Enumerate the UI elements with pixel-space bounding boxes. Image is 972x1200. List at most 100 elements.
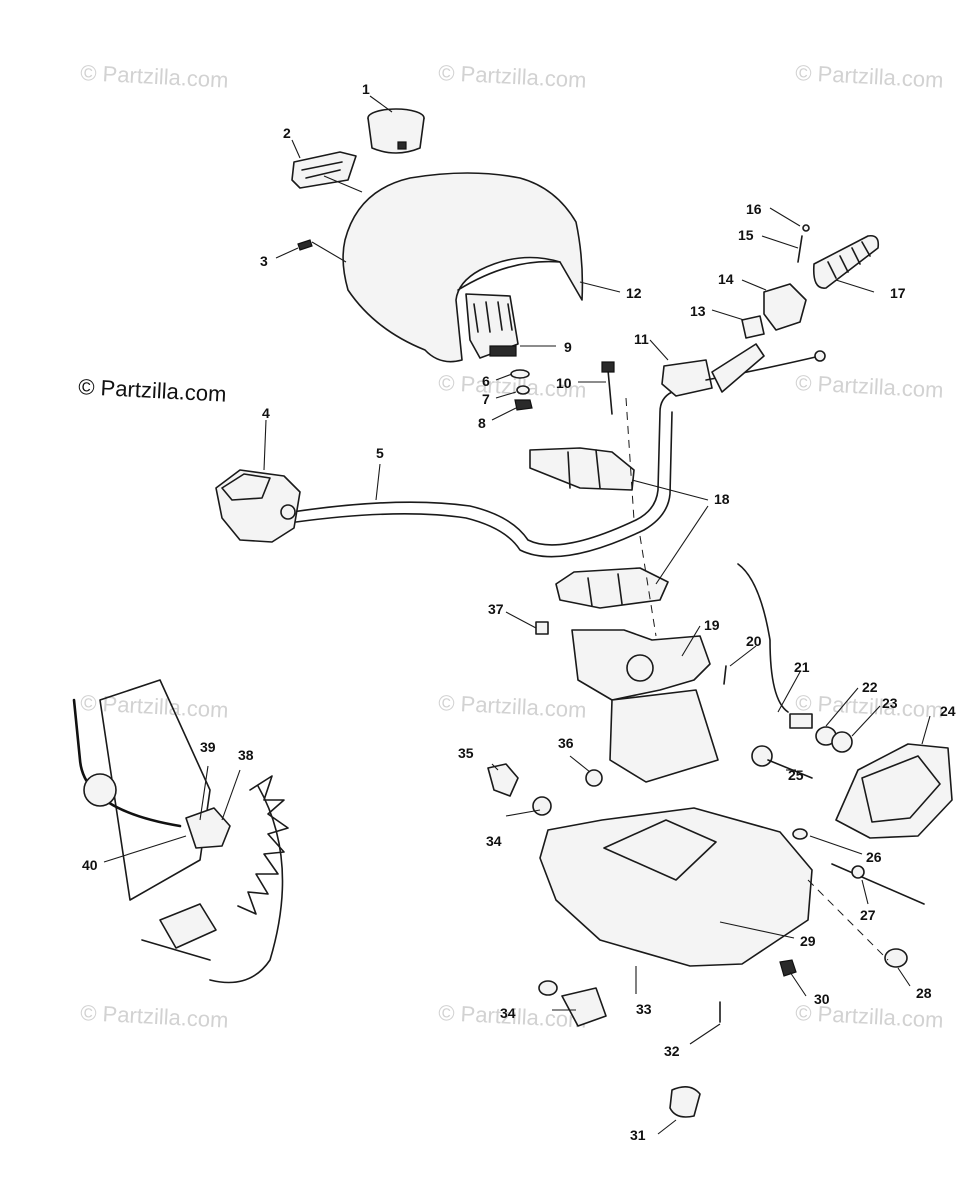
callout-20: 20 xyxy=(746,633,762,649)
pivot-boss xyxy=(83,773,117,807)
watermark: © Partzilla.com xyxy=(80,1000,229,1033)
part-9-base xyxy=(489,345,517,357)
part-16-screw xyxy=(802,224,810,232)
part-9-fins xyxy=(473,301,513,333)
part-1-tab xyxy=(397,141,407,150)
guide-line xyxy=(807,879,889,961)
callout-4: 4 xyxy=(262,405,270,421)
axle-bolt xyxy=(141,939,211,961)
wiring xyxy=(737,563,789,713)
part-2-switch-housing xyxy=(291,151,357,189)
part-13-clamp xyxy=(741,315,765,339)
part-28-cap xyxy=(884,948,908,968)
headlight-pod-group xyxy=(291,108,584,411)
guide-line xyxy=(639,535,657,637)
callout-12: 12 xyxy=(626,285,642,301)
callout-24: 24 xyxy=(940,703,956,719)
handlebar-group xyxy=(215,224,880,558)
callout-31: 31 xyxy=(630,1127,646,1143)
callout-17: 17 xyxy=(890,285,906,301)
part-30-clip xyxy=(779,959,797,977)
part-27-cable xyxy=(831,863,925,905)
part-36-ring xyxy=(585,769,603,787)
callout-36: 36 xyxy=(558,735,574,751)
part-15-screw xyxy=(797,235,803,263)
lower-assembly-group xyxy=(487,397,953,1118)
callout-15: 15 xyxy=(738,227,754,243)
part-7-washer xyxy=(516,385,530,395)
callout-37: 37 xyxy=(488,601,504,617)
part-19-hole xyxy=(626,654,654,682)
callout-1: 1 xyxy=(362,81,370,97)
callout-9: 9 xyxy=(564,339,572,355)
callout-3: 3 xyxy=(260,253,268,269)
part-31-clamp xyxy=(669,1086,701,1118)
leader-lines xyxy=(103,95,931,1135)
callout-26: 26 xyxy=(866,849,882,865)
brake-disc-teeth xyxy=(237,775,289,915)
part-18-lower-clamp xyxy=(555,567,669,609)
callout-28: 28 xyxy=(916,985,932,1001)
part-25-screw xyxy=(767,759,813,779)
callout-14: 14 xyxy=(718,271,734,287)
part-25-gear xyxy=(751,745,773,767)
guide-line xyxy=(625,397,635,521)
part-35-key-switch xyxy=(487,763,519,797)
callout-10: 10 xyxy=(556,375,572,391)
callout-32: 32 xyxy=(664,1043,680,1059)
callout-7: 7 xyxy=(482,391,490,407)
part-4-boss xyxy=(280,504,296,520)
callout-39: 39 xyxy=(200,739,216,755)
part-37-clip xyxy=(535,621,549,635)
callout-21: 21 xyxy=(794,659,810,675)
part-12-headlight-pod xyxy=(342,172,584,363)
callout-6: 6 xyxy=(482,373,490,389)
callout-34-upper: 34 xyxy=(486,833,502,849)
part-26-grommet xyxy=(792,828,808,840)
part-39-sensor xyxy=(185,807,231,849)
part-3-screw xyxy=(297,239,313,251)
part-12-edge xyxy=(457,260,561,291)
watermark: © Partzilla.com xyxy=(80,60,229,93)
callout-25: 25 xyxy=(788,767,804,783)
callout-8: 8 xyxy=(478,415,486,431)
callout-29: 29 xyxy=(800,933,816,949)
callout-18: 18 xyxy=(714,491,730,507)
caliper xyxy=(159,903,217,949)
callout-33: 33 xyxy=(636,1001,652,1017)
part-21-socket xyxy=(789,713,813,729)
part-17-grip-ribs xyxy=(827,241,871,279)
part-23-ring xyxy=(831,731,853,753)
brake-disc xyxy=(209,785,284,984)
part-6-washer xyxy=(510,369,530,379)
callout-40: 40 xyxy=(82,857,98,873)
watermark: © Partzilla.com xyxy=(795,60,944,93)
part-17-grip xyxy=(812,234,880,289)
part-11-lever-tip xyxy=(814,350,826,362)
part-11-clamp xyxy=(711,343,765,393)
part-34-switch-knob xyxy=(538,980,558,996)
callout-13: 13 xyxy=(690,303,706,319)
part-1-cap-body xyxy=(367,117,425,154)
callout-22: 22 xyxy=(862,679,878,695)
callout-2: 2 xyxy=(283,125,291,141)
part-2-detail xyxy=(301,161,343,179)
watermark: © Partzilla.com xyxy=(795,370,944,403)
part-20-screw xyxy=(723,665,727,685)
part-11-master-cylinder xyxy=(661,359,713,397)
part-5-handlebar-edge xyxy=(295,411,673,558)
part-27-knob xyxy=(851,865,865,879)
watermark-main: © Partzilla.com xyxy=(78,374,227,407)
callout-5: 5 xyxy=(376,445,384,461)
watermark: © Partzilla.com xyxy=(438,60,587,93)
part-4-switch-top xyxy=(221,473,271,501)
callout-27: 27 xyxy=(860,907,876,923)
callout-34-lower: 34 xyxy=(500,1005,516,1021)
part-18-upper-clamp xyxy=(529,447,635,491)
callout-23: 23 xyxy=(882,695,898,711)
callout-11: 11 xyxy=(634,331,649,347)
callout-16: 16 xyxy=(746,201,762,217)
part-5-handlebar xyxy=(291,391,673,546)
speed-sensor-inset xyxy=(72,679,289,984)
part-18-lower-clamp-detail xyxy=(587,573,623,607)
